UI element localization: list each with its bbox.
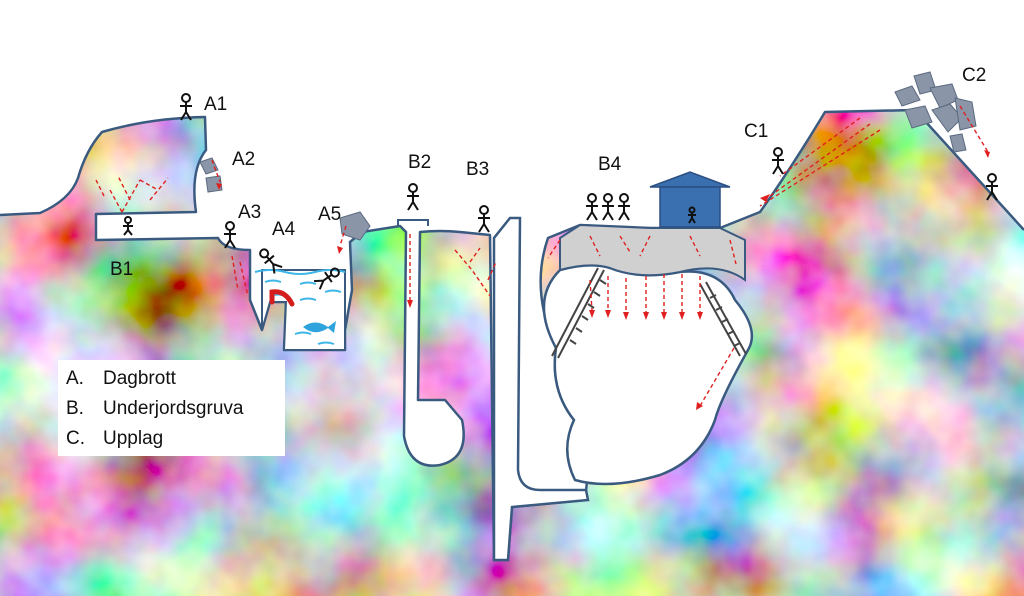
label-c2: C2: [962, 65, 987, 86]
shaft-b3: [492, 216, 590, 562]
label-b3: B3: [466, 159, 490, 180]
legend: A. Dagbrott B. Underjordsgruva C. Upplag: [58, 360, 285, 456]
legend-text: Underjordsgruva: [103, 398, 244, 419]
label-b2: B2: [408, 152, 432, 173]
legend-key: C.: [66, 428, 85, 449]
label-b1: B1: [110, 259, 134, 280]
legend-key: A.: [66, 368, 84, 389]
legend-item: B. Underjordsgruva: [66, 398, 243, 420]
fish-icon: [303, 321, 336, 333]
hazard-arrows: [95, 105, 989, 407]
legend-item: A. Dagbrott: [66, 368, 176, 390]
legend-item: C. Upplag: [66, 428, 163, 450]
person-icon: [123, 93, 998, 290]
label-a2: A2: [232, 149, 256, 170]
red-pipe: [269, 289, 295, 307]
label-a1: A1: [204, 94, 228, 115]
arrow-heads: [216, 150, 990, 410]
legend-text: Upplag: [103, 428, 164, 449]
house-icon: [649, 171, 731, 228]
label-a4: A4: [272, 219, 296, 240]
b2-platform: [397, 219, 429, 226]
water-lines: [254, 269, 346, 345]
label-c1: C1: [744, 121, 769, 142]
label-a3: A3: [238, 202, 262, 223]
legend-key: B.: [66, 398, 84, 419]
legend-text: Dagbrott: [103, 368, 176, 389]
crown-pillar: [559, 223, 746, 282]
label-b4: B4: [598, 154, 622, 175]
label-a5: A5: [318, 204, 342, 225]
